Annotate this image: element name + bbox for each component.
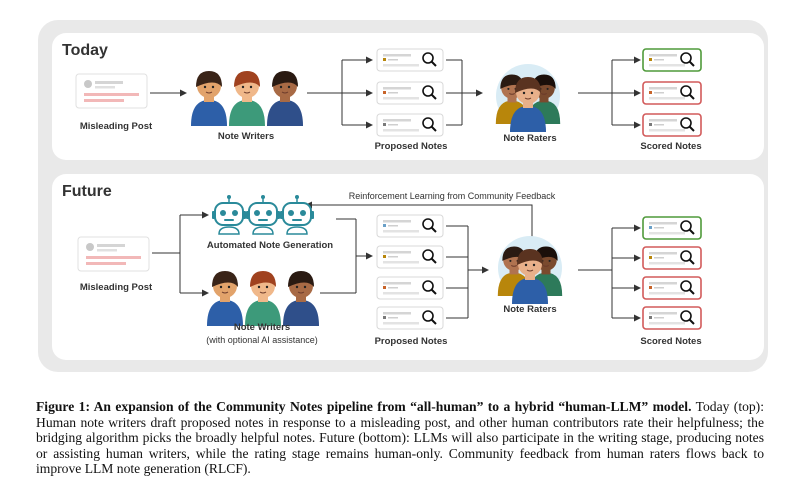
robot-icon-1 [212, 195, 246, 235]
future-misleading-post-label: Misleading Post [80, 282, 153, 293]
robot-icon-2 [246, 195, 280, 235]
note-raters-group [495, 64, 561, 132]
future-note-writers-label: Note Writers [234, 322, 290, 333]
today-scored-notes-label: Scored Notes [640, 141, 701, 152]
search-icon [422, 52, 437, 67]
today-proposed-notes-label: Proposed Notes [375, 141, 448, 152]
today-title: Today [62, 42, 108, 59]
diagram: Today Misleading Post Note Writers Propo… [38, 20, 768, 372]
search-icon [422, 85, 437, 100]
figure-caption: Figure 1: An expansion of the Community … [36, 399, 764, 477]
proposed-note-card [376, 81, 444, 105]
search-icon [680, 52, 695, 67]
future-misleading-post-card [77, 236, 150, 272]
writer-icon-3 [283, 271, 319, 326]
automated-note-generation-label: Automated Note Generation [207, 240, 333, 251]
future-proposed-notes-stack [376, 214, 444, 330]
rlcf-arrow [305, 201, 533, 237]
proposed-notes-stack [376, 48, 444, 137]
future-panel: Future Reinforcement Learning from Commu… [52, 174, 764, 360]
rater-icon-3 [512, 249, 548, 304]
future-scored-notes-label: Scored Notes [640, 336, 701, 347]
search-icon [422, 280, 437, 295]
scored-note-card-not-helpful [642, 246, 702, 270]
proposed-note-card [376, 306, 444, 330]
caption-body: Today (top): Human note writers draft pr… [36, 399, 764, 477]
caption-bold: Figure 1: An expansion of the Community … [36, 399, 692, 414]
proposed-note-card [376, 245, 444, 269]
rlcf-label: Reinforcement Learning from Community Fe… [349, 191, 556, 201]
llm-robots-group [212, 195, 314, 235]
diagram-canvas: Today Misleading Post Note Writers Propo… [38, 20, 768, 372]
search-icon [422, 218, 437, 233]
scored-notes-stack [642, 48, 702, 137]
future-note-writers-sublabel: (with optional AI assistance) [206, 335, 318, 345]
scored-note-card-helpful [642, 216, 702, 240]
misleading-post-card [75, 73, 148, 109]
future-scored-notes-stack [642, 216, 702, 330]
proposed-note-card [376, 48, 444, 72]
proposed-note-card [376, 214, 444, 238]
search-icon [422, 117, 437, 132]
scored-note-card-not-helpful [642, 276, 702, 300]
future-note-raters-label: Note Raters [503, 304, 556, 315]
future-title: Future [62, 183, 112, 200]
future-proposed-notes-label: Proposed Notes [375, 336, 448, 347]
search-icon [680, 117, 695, 132]
note-writers-group [191, 71, 303, 126]
search-icon [680, 220, 695, 235]
writer-icon-1 [207, 271, 243, 326]
scored-note-card-not-helpful [642, 306, 702, 330]
today-misleading-post-label: Misleading Post [80, 121, 153, 132]
scored-note-card-not-helpful [642, 81, 702, 105]
proposed-note-card [376, 113, 444, 137]
today-note-writers-label: Note Writers [218, 131, 274, 142]
today-panel: Today Misleading Post Note Writers Propo… [52, 33, 764, 160]
search-icon [680, 310, 695, 325]
writer-icon-2 [229, 71, 265, 126]
writer-icon-3 [267, 71, 303, 126]
search-icon [680, 85, 695, 100]
search-icon [680, 250, 695, 265]
search-icon [680, 280, 695, 295]
writer-icon-2 [245, 271, 281, 326]
search-icon [422, 249, 437, 264]
rater-icon-3 [510, 77, 546, 132]
search-icon [422, 310, 437, 325]
robot-icon-3 [280, 195, 314, 235]
future-note-raters-group [497, 236, 563, 304]
today-note-raters-label: Note Raters [503, 133, 556, 144]
writer-icon-1 [191, 71, 227, 126]
proposed-note-card [376, 276, 444, 300]
scored-note-card-helpful [642, 48, 702, 72]
future-note-writers-group [207, 271, 319, 326]
scored-note-card-not-helpful [642, 113, 702, 137]
